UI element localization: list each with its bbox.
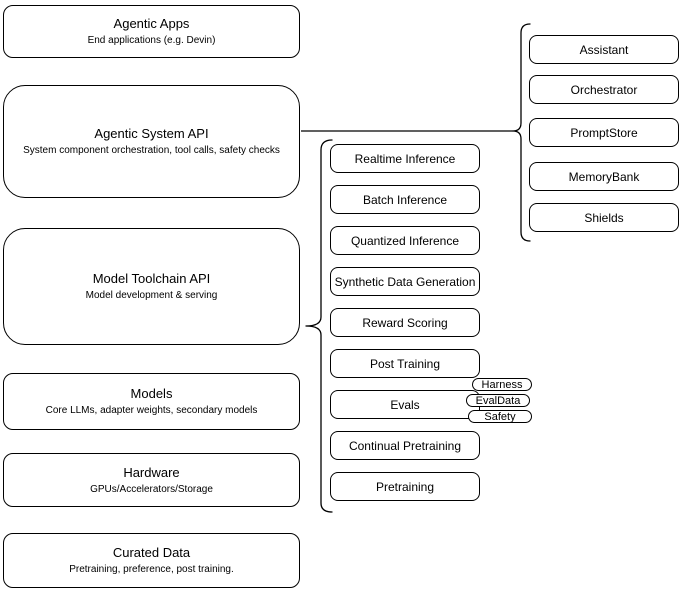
node-batch-inference: Batch Inference xyxy=(330,185,480,214)
node-realtime-inference: Realtime Inference xyxy=(330,144,480,173)
node-title: Hardware xyxy=(123,464,180,480)
node-label: Quantized Inference xyxy=(350,233,460,248)
system-components-brace xyxy=(512,23,531,242)
node-assistant: Assistant xyxy=(529,35,679,64)
node-label: Reward Scoring xyxy=(362,315,448,330)
node-model-toolchain-api: Model Toolchain API Model development & … xyxy=(3,228,300,345)
node-agentic-apps: Agentic Apps End applications (e.g. Devi… xyxy=(3,5,300,58)
node-shields: Shields xyxy=(529,203,679,232)
node-label: PromptStore xyxy=(570,125,638,140)
node-label: Realtime Inference xyxy=(354,151,456,166)
node-evals: Evals xyxy=(330,390,480,419)
node-subtitle: Pretraining, preference, post training. xyxy=(69,564,234,575)
node-pretraining: Pretraining xyxy=(330,472,480,501)
node-title: Models xyxy=(130,386,173,401)
pill-harness: Harness xyxy=(472,378,532,391)
node-curated-data: Curated Data Pretraining, preference, po… xyxy=(3,533,300,588)
node-title: Curated Data xyxy=(112,545,191,560)
node-title: Model Toolchain API xyxy=(92,271,211,286)
node-label: Shields xyxy=(584,210,624,225)
node-label: Assistant xyxy=(579,42,629,57)
node-label: Evals xyxy=(390,397,420,412)
node-subtitle: Model development & serving xyxy=(85,290,218,301)
pill-label: EvalData xyxy=(475,394,521,407)
node-orchestrator: Orchestrator xyxy=(529,75,679,104)
node-models: Models Core LLMs, adapter weights, secon… xyxy=(3,373,300,430)
node-promptstore: PromptStore xyxy=(529,118,679,147)
node-reward-scoring: Reward Scoring xyxy=(330,308,480,337)
pill-safety: Safety xyxy=(468,410,532,423)
node-agentic-system-api: Agentic System API System component orch… xyxy=(3,85,300,198)
node-label: Orchestrator xyxy=(570,82,638,97)
node-label: Synthetic Data Generation xyxy=(334,274,476,289)
pill-label: Safety xyxy=(484,410,516,423)
node-hardware: Hardware GPUs/Accelerators/Storage xyxy=(3,453,300,507)
node-title: Agentic System API xyxy=(94,126,209,141)
node-post-training: Post Training xyxy=(330,349,480,378)
node-label: Batch Inference xyxy=(362,192,448,207)
node-continual-pretraining: Continual Pretraining xyxy=(330,431,480,460)
node-quantized-inference: Quantized Inference xyxy=(330,226,480,255)
node-subtitle: GPUs/Accelerators/Storage xyxy=(90,483,213,495)
node-synthetic-data-generation: Synthetic Data Generation xyxy=(330,267,480,296)
node-memorybank: MemoryBank xyxy=(529,162,679,191)
node-subtitle: Core LLMs, adapter weights, secondary mo… xyxy=(45,405,258,416)
node-label: Post Training xyxy=(369,356,441,371)
pill-label: Harness xyxy=(481,378,523,391)
node-label: Continual Pretraining xyxy=(348,438,462,453)
node-subtitle: System component orchestration, tool cal… xyxy=(23,145,280,156)
pill-evaldata: EvalData xyxy=(466,394,530,407)
node-label: Pretraining xyxy=(375,479,435,494)
toolchain-services-brace xyxy=(305,139,333,513)
node-label: MemoryBank xyxy=(568,169,640,184)
node-subtitle: End applications (e.g. Devin) xyxy=(87,35,216,46)
node-title: Agentic Apps xyxy=(113,16,190,31)
